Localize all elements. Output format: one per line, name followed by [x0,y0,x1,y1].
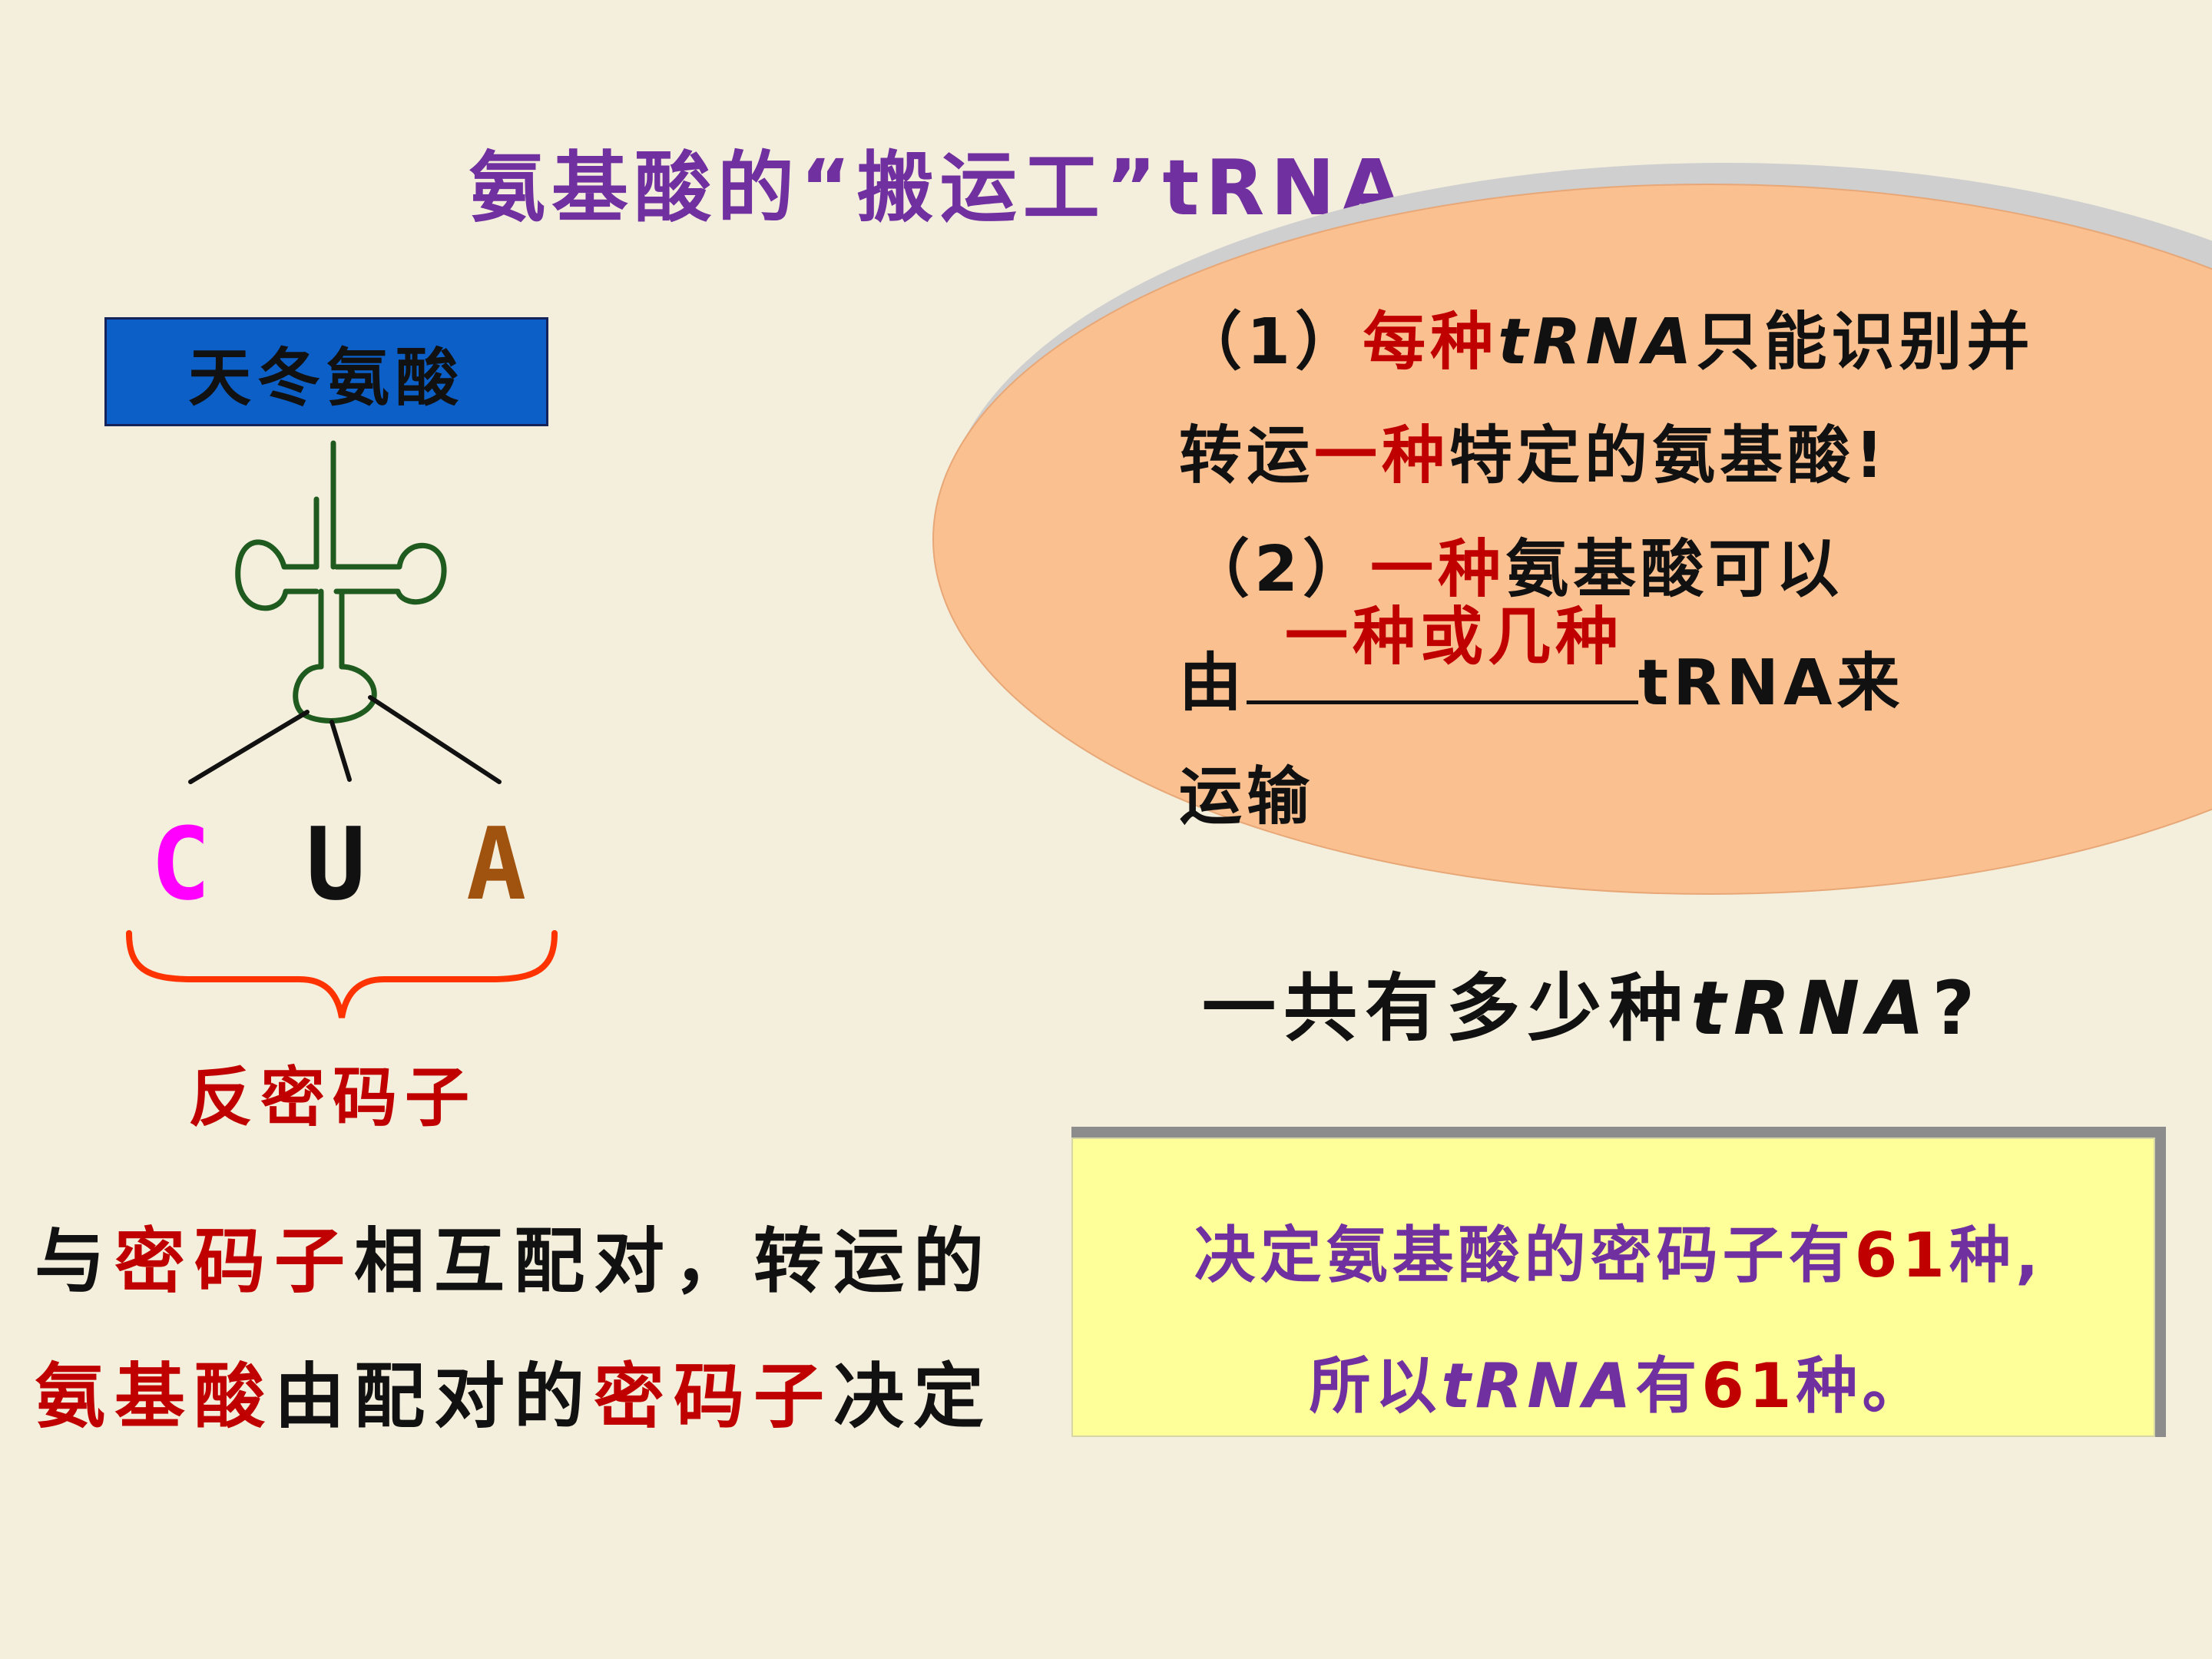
oval-shape [932,184,2212,895]
answer-line-1-text: 决定氨基酸的密码子有 [1194,1220,1855,1291]
oval-highlight-one-kind: 一种 [1314,419,1450,492]
question-start: 一共有多少种 [1202,965,1690,1051]
oval-line-2: 转运一种特定的氨基酸! [1179,399,2062,513]
question-mark: ? [1932,965,1983,1051]
oval-line-5: 运输 [1179,760,1315,833]
answer-trna: tRNA [1441,1350,1636,1422]
fill-blank-answer: 一种或几种 [1285,601,1624,674]
d-arm-loop [235,539,320,611]
oval-line-1-rest: 只能识别并 [1696,306,2035,379]
answer-number-2: 61 [1701,1350,1796,1422]
fill-blank: 一种或几种 [1247,601,1639,704]
base-line-a [368,695,502,784]
oval-line-2-start: 转运 [1179,419,1315,492]
oval-line-3-rest: 氨基酸可以 [1505,533,1844,606]
base-c: C [151,806,211,922]
base-line-u [329,720,352,782]
pairing-text-codon-2: 密码子 [594,1356,834,1438]
oval-trna-1: tRNA [1498,306,1697,379]
pairing-text-amino: 氨基酸 [35,1356,275,1438]
oval-line-4-start: 由 [1179,647,1247,720]
amino-acid-label: 天冬氨酸 [187,341,465,415]
answer-line-2: 所以tRNA有61种。 [1071,1336,2166,1426]
oval-line-1: （1）每种tRNA只能识别并 [1179,286,2062,399]
answer-number-1: 61 [1854,1220,1949,1291]
pairing-text-4: 决定 [833,1356,994,1438]
answer-box [1071,1127,2166,1437]
answer-line-1: 决定氨基酸的密码子有61种, [1071,1206,2166,1295]
pairing-text-1: 与 [35,1220,115,1303]
answer-line-2-text: 所以 [1309,1350,1442,1422]
anticodon-brace [126,930,558,1018]
oval-highlight-one-kind-2: 一种 [1370,533,1506,606]
slide-title: 氨基酸的“搬运工”tRNA [469,143,1407,233]
pairing-text-codon-1: 密码子 [114,1220,355,1303]
oval-item-2-number: （2） [1187,533,1371,606]
oval-highlight-each: 每种 [1363,306,1498,379]
base-u: U [306,806,366,922]
t-arm-loop [333,542,447,605]
answer-line-1-end: 种, [1949,1220,2044,1291]
pairing-text-3: 由配对的 [274,1356,594,1438]
base-a: A [466,806,527,922]
oval-line-2-rest: 特定的氨基酸! [1449,419,1889,492]
pairing-paragraph: 与密码子相互配对，转运的氨基酸由配对的密码子决定 [35,1194,1048,1465]
anticodon-loop [293,664,377,724]
oval-line-3: （2）一种氨基酸可以 [1179,513,2062,627]
oval-line-4-rest: tRNA来 [1638,647,1905,720]
oval-item-1-number: （1） [1179,306,1363,379]
base-line-c [188,710,310,784]
amino-acid-box: 天冬氨酸 [104,317,548,426]
answer-line-2-have: 有 [1635,1350,1702,1422]
oval-text: （1）每种tRNA只能识别并 转运一种特定的氨基酸! （2）一种氨基酸可以 由一… [1179,286,2062,854]
question-text: 一共有多少种tRNA? [1202,949,1982,1055]
answer-line-2-end: 种。 [1796,1350,1929,1422]
pairing-text-2: 相互配对，转运的 [354,1220,994,1303]
question-trna: tRNA [1690,965,1932,1051]
anticodon-label: 反密码子 [188,1060,478,1135]
trna-diagram [126,440,558,1018]
